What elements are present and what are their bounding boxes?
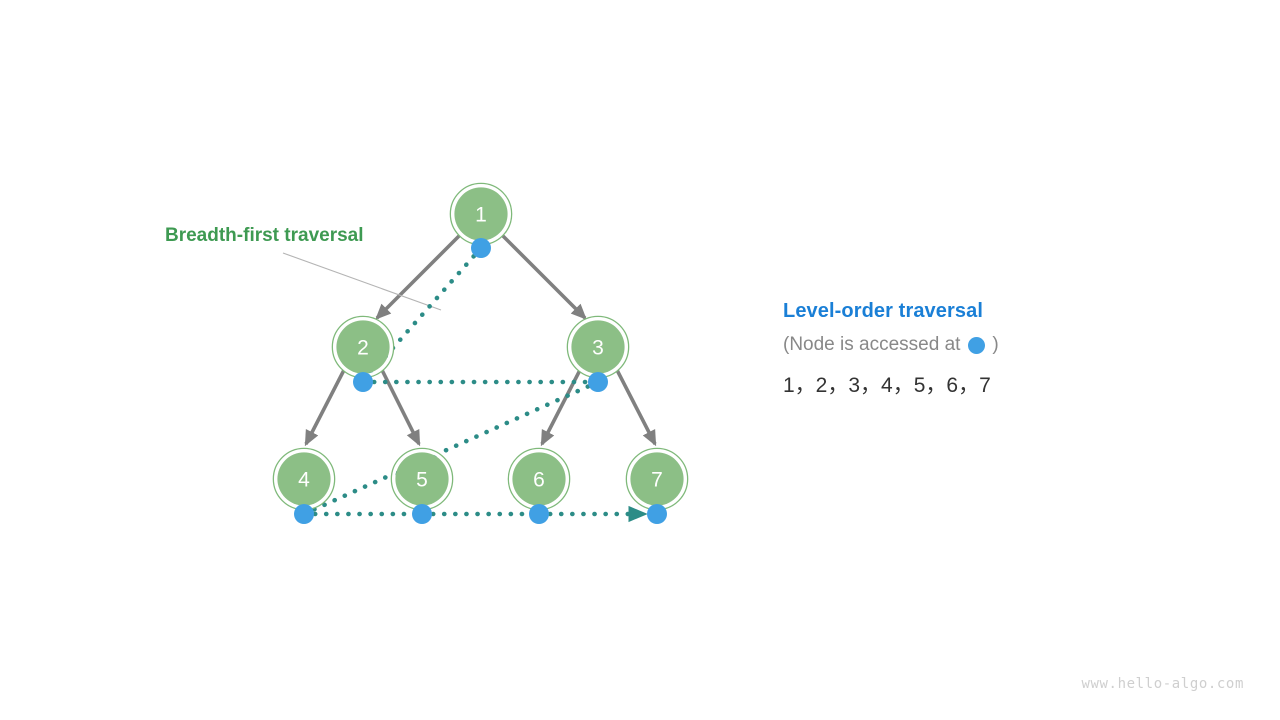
visit-dot-node-3[interactable] xyxy=(588,372,608,392)
node-body xyxy=(336,320,390,374)
traversal-path xyxy=(301,245,648,523)
tree-node-5[interactable]: 5 xyxy=(390,447,454,511)
node-label: 4 xyxy=(298,469,310,492)
node-label: 3 xyxy=(592,337,604,360)
node-body xyxy=(630,452,684,506)
visit-dot-node-4[interactable] xyxy=(294,504,314,524)
visit-dot-node-2[interactable] xyxy=(353,372,373,392)
traversal-sequence: 1，2，3，4，5，6，7 xyxy=(783,374,991,397)
visit-dot-node-5[interactable] xyxy=(412,504,432,524)
node-label: 6 xyxy=(533,469,545,492)
tree-node-6[interactable]: 6 xyxy=(507,447,571,511)
legend-title: Level-order traversal xyxy=(783,300,983,322)
edge-3-7 xyxy=(615,369,657,447)
edge-2-4 xyxy=(304,369,346,447)
tree-node-4[interactable]: 4 xyxy=(272,447,336,511)
level-order-legend: Level-order traversal (Node is accessed … xyxy=(783,300,1213,399)
legend-note-suffix: ) xyxy=(992,334,999,355)
breadth-first-traversal-caption: Breadth-first traversal xyxy=(165,225,364,246)
path-seg-1-2 xyxy=(360,245,484,385)
tree-node-2[interactable]: 2 xyxy=(331,315,395,379)
caption-leader-line xyxy=(282,252,442,311)
node-label: 7 xyxy=(651,469,663,492)
tree-node-7[interactable]: 7 xyxy=(625,447,689,511)
edge-2-5 xyxy=(380,369,421,447)
legend-note: (Node is accessed at ) xyxy=(783,334,1213,356)
tree-node-3[interactable]: 3 xyxy=(566,315,630,379)
node-body xyxy=(454,187,508,241)
node-label: 5 xyxy=(416,469,428,492)
edge-1-2 xyxy=(375,232,463,320)
node-body xyxy=(395,452,449,506)
node-label: 2 xyxy=(357,337,369,360)
visit-dot-node-7[interactable] xyxy=(647,504,667,524)
visit-dot-node-6[interactable] xyxy=(529,504,549,524)
legend-note-prefix: (Node is accessed at xyxy=(783,334,961,355)
site-watermark: www.hello-algo.com xyxy=(1081,676,1244,692)
node-body xyxy=(277,452,331,506)
visit-dot-icon xyxy=(968,336,986,354)
visit-dots xyxy=(294,238,667,524)
edge-1-3 xyxy=(499,232,587,320)
node-body xyxy=(571,320,625,374)
node-label: 1 xyxy=(475,204,487,227)
visit-dot-node-1[interactable] xyxy=(471,238,491,258)
path-seg-3-4 xyxy=(301,379,601,517)
tree-node-1[interactable]: 1 xyxy=(449,182,513,246)
node-body xyxy=(512,452,566,506)
